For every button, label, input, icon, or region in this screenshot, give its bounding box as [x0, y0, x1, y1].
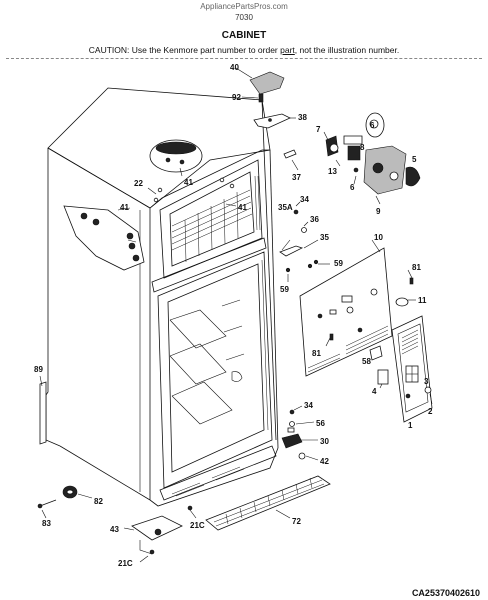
part-37-pin	[283, 149, 299, 171]
callout-11: 11	[418, 296, 427, 305]
parts-58-4-3-2	[369, 345, 433, 405]
callout-5: 5	[412, 155, 417, 164]
part-21c-screws	[187, 505, 197, 519]
part-82-83-foot	[37, 485, 93, 519]
callout-81-left: 81	[312, 349, 321, 358]
callout-labels: 40 92 38 7 6 8 5 13 6 9 37 41 22 41 41 3…	[34, 63, 433, 568]
part-43-bracket	[123, 515, 183, 563]
part-38-hinge	[253, 113, 296, 129]
part-89-bracket	[39, 375, 47, 445]
callout-13: 13	[328, 167, 337, 176]
callout-92: 92	[232, 93, 241, 102]
site-watermark: AppliancePartsPros.com	[200, 2, 288, 11]
callout-6-lower: 6	[350, 183, 355, 192]
cabinet-body	[45, 87, 279, 507]
diagram-code: CA25370402610	[411, 588, 480, 598]
callout-10: 10	[374, 233, 383, 242]
callout-43: 43	[110, 525, 119, 534]
callout-37: 37	[292, 173, 301, 182]
dispenser-group	[323, 112, 421, 205]
callout-58: 58	[362, 357, 371, 366]
callout-34-upper: 34	[300, 195, 309, 204]
callout-22: 22	[134, 179, 143, 188]
caution-note: CAUTION: Use the Kenmore part number to …	[0, 45, 488, 55]
callout-41-right: 41	[238, 203, 247, 212]
caution-prefix: CAUTION: Use the Kenmore part number to …	[88, 45, 281, 55]
part-1-dispenser-panel	[391, 315, 433, 423]
callout-6: 6	[370, 121, 375, 130]
part-10-panel	[299, 239, 393, 377]
callout-21c-right: 21C	[190, 521, 205, 530]
callout-40: 40	[230, 63, 239, 72]
callout-41-left: 41	[120, 203, 129, 212]
part-11-button	[395, 297, 409, 307]
callout-59-left: 59	[280, 285, 289, 294]
part-link[interactable]: part	[280, 45, 295, 55]
callout-72: 72	[292, 517, 301, 526]
fasteners-upper	[285, 201, 330, 282]
page-number: 7030	[235, 13, 253, 22]
callout-4: 4	[372, 387, 377, 396]
callout-59-right: 59	[334, 259, 343, 268]
part-40-cap	[235, 67, 285, 95]
callout-7: 7	[316, 125, 321, 134]
callout-56: 56	[316, 419, 325, 428]
callout-35: 35	[320, 233, 329, 242]
diagram-title: CABINET	[221, 30, 267, 41]
lower-fasteners	[281, 405, 319, 461]
callout-83: 83	[42, 519, 51, 528]
callout-8: 8	[360, 143, 365, 152]
part-92-screw	[241, 93, 264, 103]
caution-suffix: , not the illustration number.	[294, 45, 400, 55]
callout-3: 3	[424, 377, 429, 386]
callout-34-lower: 34	[304, 401, 313, 410]
callout-82: 82	[94, 497, 103, 506]
callout-9: 9	[376, 207, 381, 216]
callout-35a: 35A	[278, 203, 293, 212]
part-72-grille	[205, 475, 331, 531]
part-41-foam	[63, 139, 237, 271]
part-35-screw	[279, 239, 319, 257]
callout-30: 30	[320, 437, 329, 446]
callout-21c-bottom: 21C	[118, 559, 133, 568]
callout-81-right: 81	[412, 263, 421, 272]
callout-1: 1	[408, 421, 413, 430]
callout-36: 36	[310, 215, 319, 224]
divider	[6, 58, 482, 59]
callout-41-top: 41	[184, 178, 193, 187]
callout-42: 42	[320, 457, 329, 466]
callout-2: 2	[428, 407, 433, 416]
callout-89: 89	[34, 365, 43, 374]
callout-38: 38	[298, 113, 307, 122]
